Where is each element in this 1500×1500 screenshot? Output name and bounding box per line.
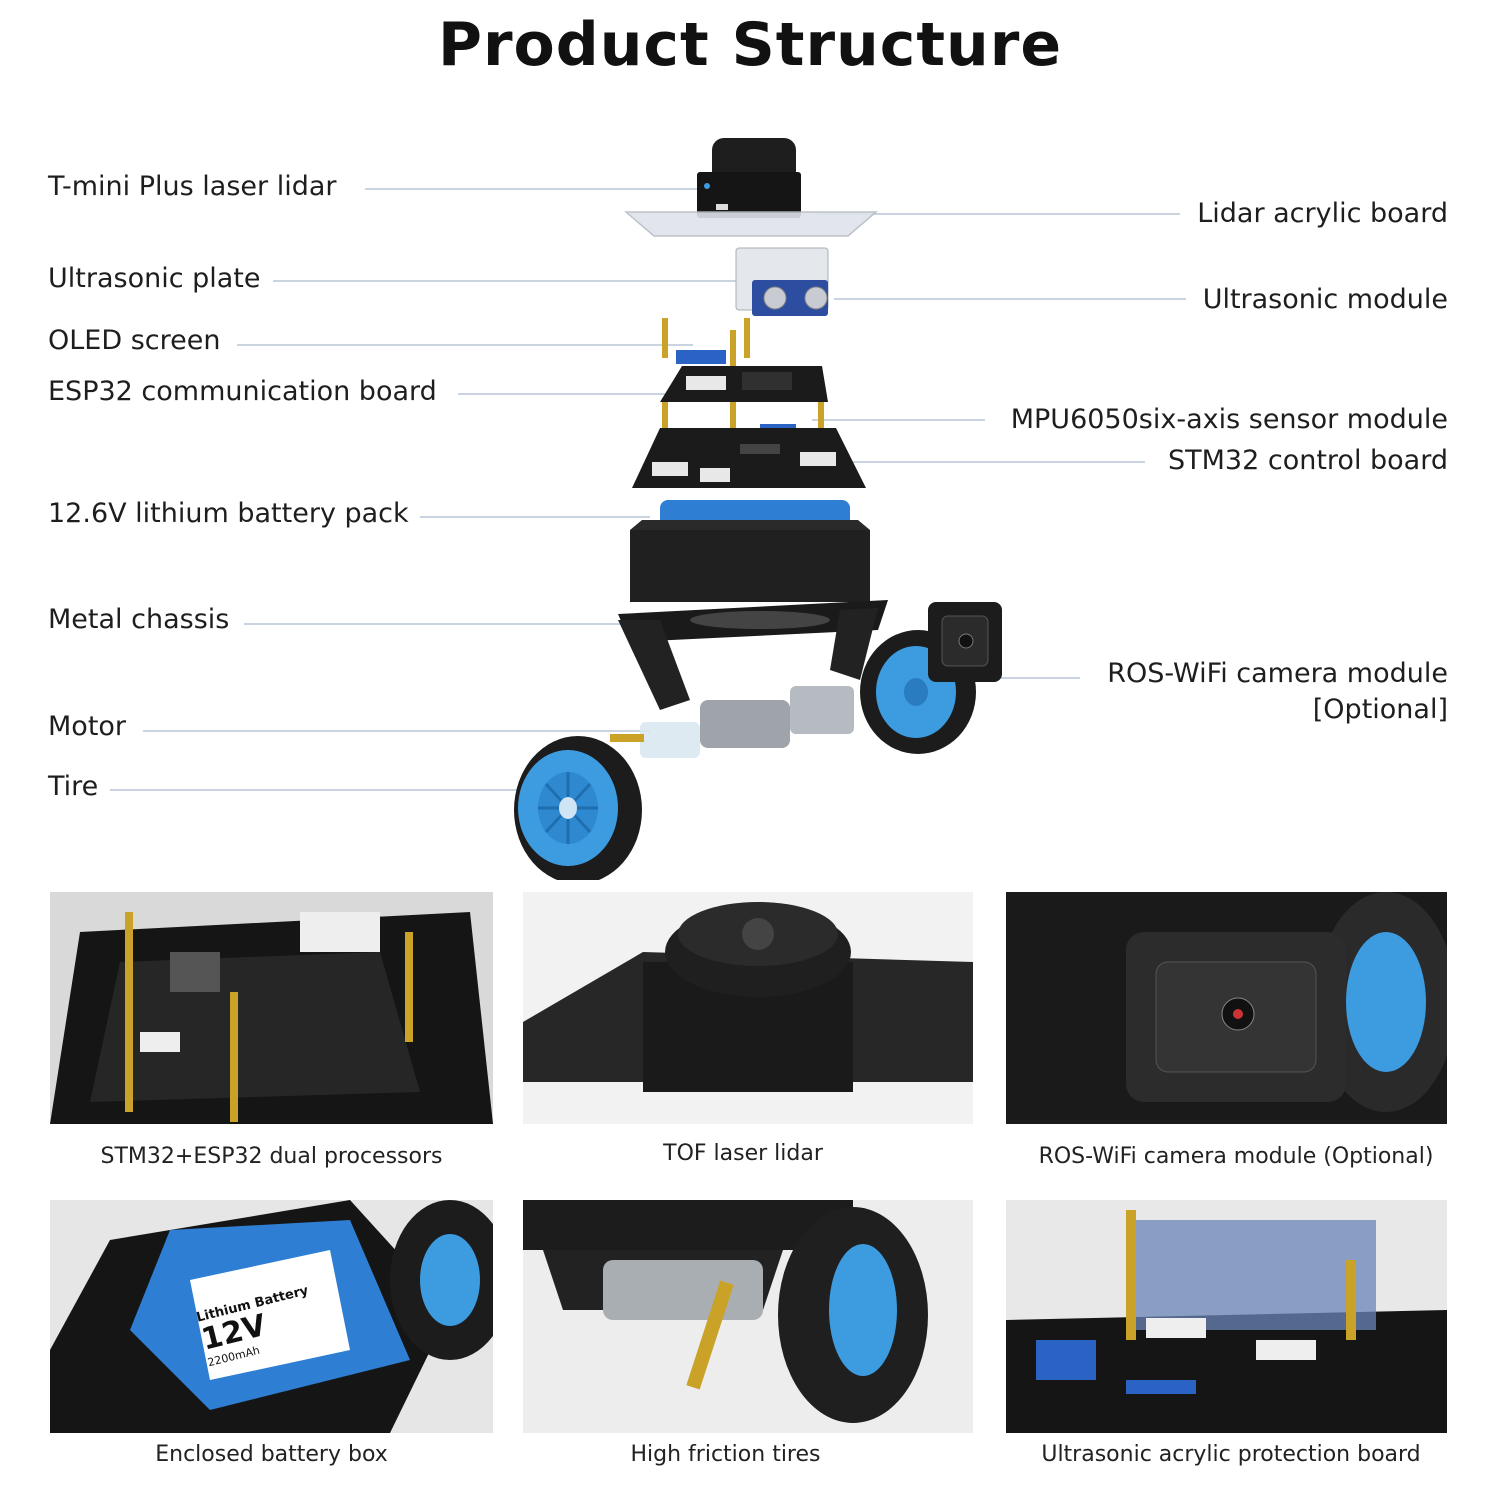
callout-motor: Motor [48, 711, 127, 742]
caption-dual-processors: STM32+ESP32 dual processors [100, 1144, 443, 1169]
robot-exploded-view [514, 138, 1002, 880]
caption-camera-module: ROS-WiFi camera module (Optional) [1038, 1144, 1434, 1169]
ultrasonic-module [752, 280, 828, 316]
callout-lidar-board: Lidar acrylic board [1197, 198, 1448, 229]
front-tire [514, 736, 642, 880]
caption-friction-tires: High friction tires [630, 1442, 821, 1467]
battery-pack [630, 500, 870, 602]
photo-friction-tires [523, 1200, 973, 1433]
photo-dual-processors [50, 892, 493, 1124]
callout-tire: Tire [48, 771, 99, 802]
callout-stm32: STM32 control board [1167, 445, 1448, 476]
callout-battery: 12.6V lithium battery pack [48, 498, 409, 529]
caption-battery-box: Enclosed battery box [155, 1442, 388, 1467]
stm32-board [632, 428, 866, 488]
callout-camera-optional: [Optional] [1312, 694, 1448, 725]
callout-ultrasonic-plate: Ultrasonic plate [48, 263, 261, 294]
callout-esp32: ESP32 communication board [48, 376, 437, 407]
photo-tof-lidar [523, 892, 973, 1124]
callout-camera: ROS-WiFi camera module [1107, 658, 1448, 689]
page-title: Product Structure [437, 10, 1063, 80]
leader-lines [110, 188, 1186, 791]
callout-mpu6050: MPU6050six-axis sensor module [1010, 404, 1448, 435]
caption-ultrasonic-acrylic: Ultrasonic acrylic protection board [1041, 1442, 1421, 1467]
callout-lidar: T-mini Plus laser lidar [48, 171, 337, 202]
metal-chassis [618, 600, 888, 710]
oled-screen [676, 350, 726, 364]
callout-chassis: Metal chassis [48, 604, 230, 635]
esp32-board [660, 366, 828, 402]
lidar-unit [697, 138, 801, 218]
caption-tof-lidar: TOF laser lidar [663, 1141, 823, 1166]
photo-battery-box: Lithium Battery 12V 2200mAh [50, 1200, 493, 1433]
callout-oled: OLED screen [48, 325, 221, 356]
lidar-acrylic-board [623, 211, 879, 237]
callout-ultrasonic-module: Ultrasonic module [1202, 284, 1448, 315]
photo-camera-module [1006, 892, 1447, 1124]
camera-module [928, 602, 1002, 682]
photo-ultrasonic-acrylic [1006, 1200, 1447, 1433]
motor [610, 686, 854, 758]
